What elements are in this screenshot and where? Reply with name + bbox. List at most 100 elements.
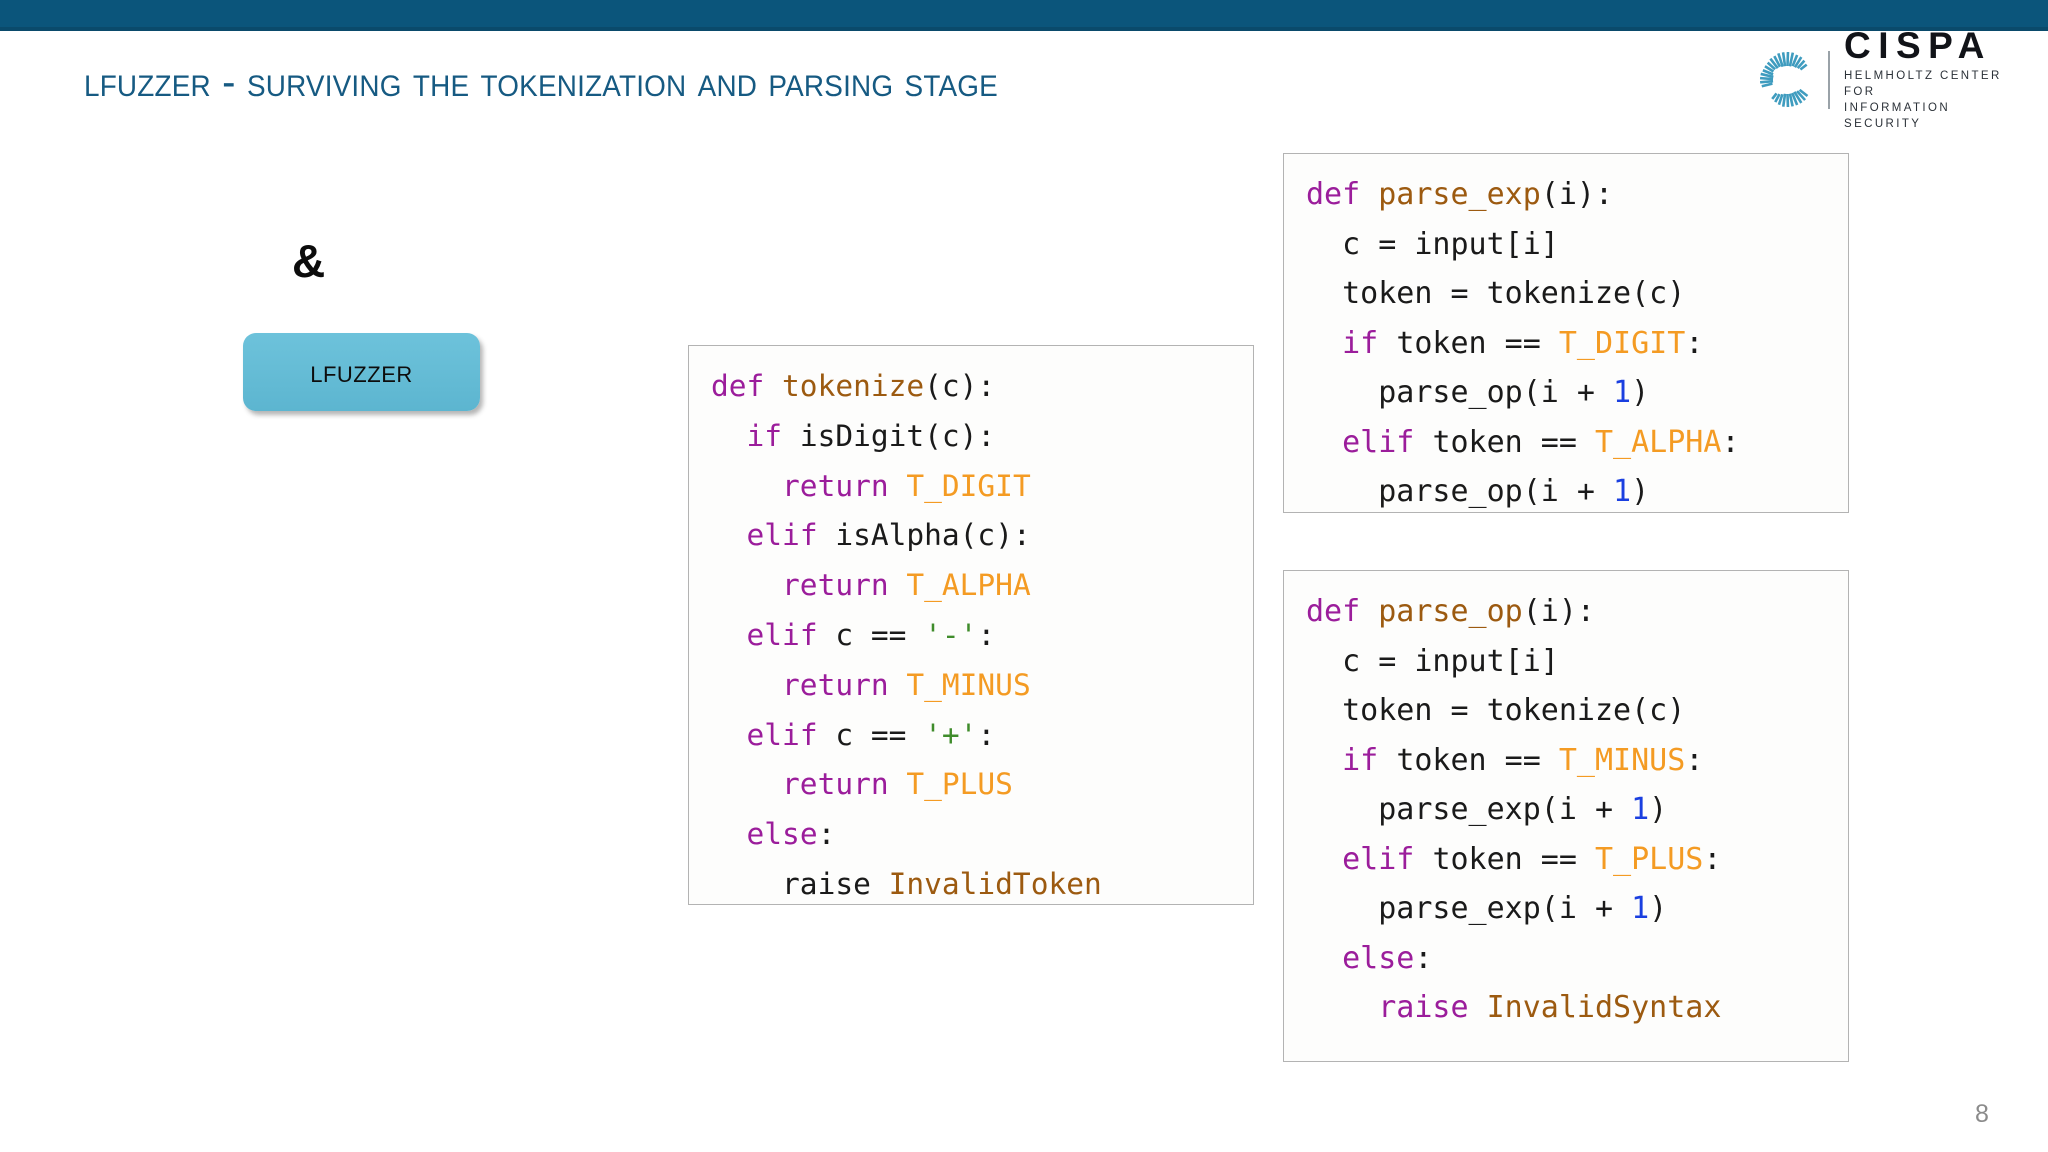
page-title: lFuzzer - Surviving the Tokenization and… [84, 58, 998, 106]
code-token-kw: elif [746, 617, 836, 652]
cispa-logo: CISPA HELMHOLTZ CENTER FOR INFORMATION S… [1756, 27, 2018, 130]
cispa-c-mark-icon [1756, 49, 1818, 111]
code-token-plain: (c): [924, 369, 996, 403]
logo-text-group: CISPA HELMHOLTZ CENTER FOR INFORMATION S… [1844, 27, 2018, 132]
code-token-plain: : [1685, 325, 1704, 361]
code-line: elif isAlpha(c): [711, 511, 1231, 561]
code-token-kw: if [1342, 742, 1397, 778]
code-token-plain: token == [1396, 742, 1559, 778]
code-token-plain: (i): [1540, 177, 1614, 212]
code-token-kw: elif [746, 518, 836, 553]
code-token-num: 1 [1631, 792, 1650, 827]
code-line: return T_DIGIT [711, 462, 1231, 512]
code-token-plain: token == [1396, 325, 1559, 361]
logo-subtitle: HELMHOLTZ CENTER FOR INFORMATION SECURIT… [1844, 69, 2018, 132]
code-line: c = input[i] [1306, 220, 1826, 270]
code-token-num: 1 [1613, 474, 1632, 509]
code-token-plain: : [977, 617, 996, 652]
top-accent-bar-edge [0, 27, 2048, 31]
code-token-plain: token = tokenize(c) [1306, 693, 1686, 728]
code-line: if isDigit(c): [711, 412, 1231, 462]
code-token-plain: token == [1432, 841, 1595, 877]
code-token-fn: InvalidToken [888, 866, 1102, 901]
code-token-const: T_ALPHA [1595, 424, 1722, 460]
code-token-plain [1306, 326, 1342, 361]
code-token-fn: InvalidSyntax [1486, 990, 1722, 1025]
code-token-const: T_PLUS [1595, 841, 1704, 877]
code-token-plain: token = tokenize(c) [1306, 276, 1686, 311]
code-token-kw: return [782, 667, 907, 702]
code-token-plain: : [977, 717, 996, 752]
code-token-const: T_ALPHA [906, 568, 1031, 603]
lfuzzer-node-label: lFuzzer [310, 354, 413, 389]
code-line: elif c == '-': [711, 611, 1231, 661]
code-token-plain: c == [835, 717, 925, 752]
code-line: if token == T_MINUS: [1306, 736, 1826, 786]
code-token-plain: parse_op(i + [1306, 474, 1614, 509]
code-token-plain: ) [1649, 891, 1668, 926]
code-token-plain: parse_exp(i + [1306, 891, 1632, 926]
code-token-num: 1 [1631, 891, 1650, 926]
logo-wordmark: CISPA [1844, 25, 1992, 67]
code-line: parse_exp(i + 1) [1306, 785, 1826, 835]
code-token-plain: : [1414, 940, 1433, 976]
code-token-plain: ) [1631, 375, 1650, 410]
code-token-const: T_MINUS [906, 667, 1031, 702]
code-token-plain [711, 668, 782, 702]
logo-subtitle-line-2: INFORMATION SECURITY [1844, 102, 1951, 130]
code-line: token = tokenize(c) [1306, 269, 1826, 319]
code-token-plain [1306, 941, 1342, 976]
code-token-kw: if [1342, 325, 1397, 361]
code-line: else: [1306, 934, 1826, 984]
code-token-kw: else [1342, 940, 1415, 976]
code-token-plain [711, 419, 747, 453]
code-line: else: [711, 810, 1231, 860]
code-line: elif token == T_PLUS: [1306, 835, 1826, 885]
code-line: elif token == T_ALPHA: [1306, 418, 1826, 468]
code-line: def tokenize(c): [711, 362, 1231, 412]
code-token-plain: parse_op(i + [1306, 375, 1614, 410]
code-block-parse-exp: def parse_exp(i): c = input[i] token = t… [1283, 153, 1849, 513]
code-token-plain: (i): [1522, 594, 1595, 629]
code-token-plain: c = input[i] [1306, 226, 1559, 262]
code-token-plain [711, 518, 747, 552]
logo-divider [1828, 51, 1830, 109]
code-line: c = input[i] [1306, 637, 1826, 687]
code-token-const: T_DIGIT [906, 468, 1031, 503]
code-token-num: 1 [1613, 375, 1632, 410]
code-token-plain [711, 817, 747, 851]
logo-subtitle-line-1: HELMHOLTZ CENTER FOR [1844, 70, 2002, 99]
code-token-kw: if [746, 418, 800, 453]
code-token-kw: elif [746, 717, 836, 752]
code-token-const: T_DIGIT [1558, 325, 1686, 361]
code-token-plain [711, 718, 747, 752]
code-token-kw: return [782, 468, 907, 503]
code-block-parse-op: def parse_op(i): c = input[i] token = to… [1283, 570, 1849, 1062]
code-token-kw: def [1306, 594, 1379, 629]
lfuzzer-node[interactable]: lFuzzer [243, 333, 480, 411]
code-token-kw: raise [1378, 990, 1487, 1025]
top-accent-bar [0, 0, 2048, 27]
code-line: def parse_exp(i): [1306, 170, 1826, 220]
code-token-plain: c == [835, 617, 925, 652]
code-token-plain [1306, 842, 1342, 877]
code-token-kw: return [782, 767, 907, 802]
code-token-const: T_PLUS [906, 767, 1013, 802]
code-line: return T_PLUS [711, 760, 1231, 810]
code-token-plain: isAlpha(c): [835, 518, 1031, 553]
code-token-plain [1306, 425, 1342, 460]
code-token-const: T_MINUS [1558, 742, 1686, 778]
code-token-kw: elif [1342, 841, 1433, 877]
code-token-plain: : [1721, 424, 1740, 460]
code-token-plain: ) [1649, 792, 1668, 827]
code-token-str: '-' [924, 617, 978, 652]
code-line: parse_exp(i + 1) [1306, 884, 1826, 934]
code-token-plain [1306, 743, 1342, 778]
code-token-plain [711, 767, 782, 801]
code-token-plain: parse_exp(i + [1306, 792, 1632, 827]
code-token-plain: token == [1432, 424, 1595, 460]
code-token-kw: def [1306, 177, 1379, 212]
code-token-str: '+' [924, 717, 978, 752]
ampersand-symbol: & [292, 235, 326, 287]
code-token-kw: else [746, 817, 818, 852]
